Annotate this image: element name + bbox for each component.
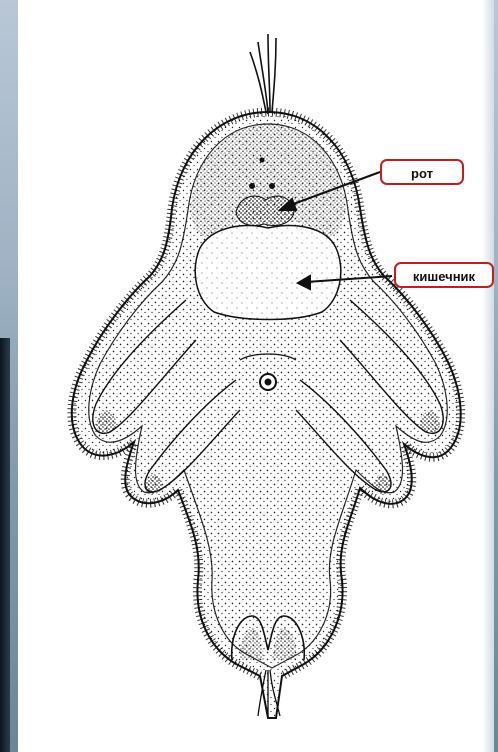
intestine-label: кишечник [394,262,494,288]
central-pore [260,374,276,390]
apical-tuft [250,34,276,112]
mouth-label: рот [380,159,464,185]
